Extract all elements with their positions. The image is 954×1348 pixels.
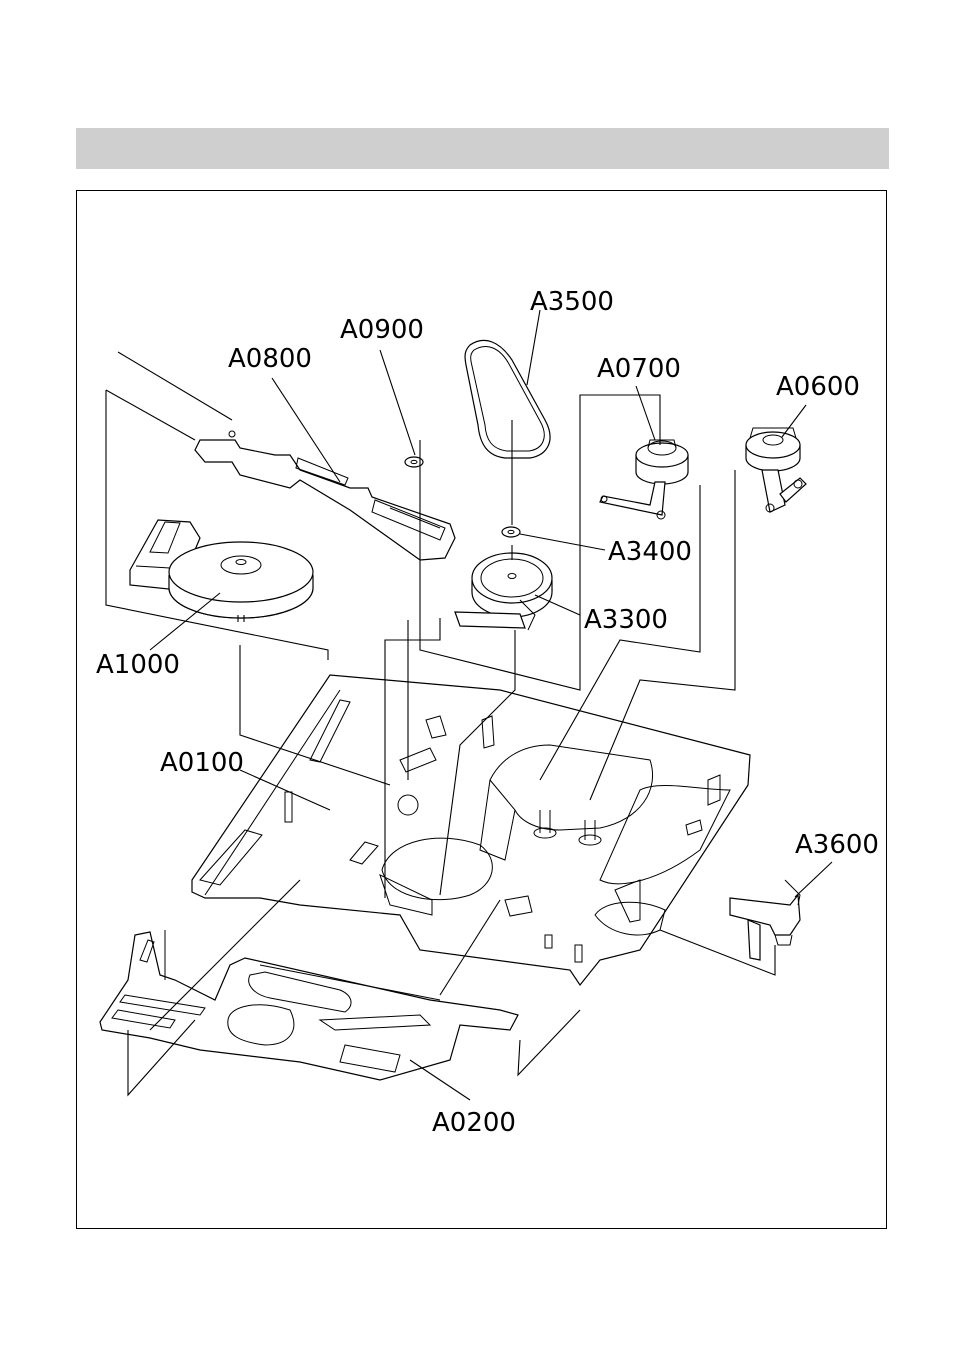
label-a3400: A3400 <box>608 537 692 567</box>
label-a3600: A3600 <box>795 830 879 860</box>
part-a1000[interactable] <box>130 520 313 622</box>
label-a3300: A3300 <box>584 605 668 635</box>
part-a0600[interactable] <box>746 428 806 512</box>
part-a3500[interactable] <box>465 340 550 458</box>
part-a3600[interactable] <box>730 880 800 960</box>
label-a0600: A0600 <box>776 372 860 402</box>
label-a1000: A1000 <box>96 650 180 680</box>
label-a0700: A0700 <box>597 354 681 384</box>
label-a0200: A0200 <box>432 1108 516 1138</box>
label-a0100: A0100 <box>160 748 244 778</box>
label-a0800: A0800 <box>228 344 312 374</box>
part-a3300[interactable] <box>455 553 552 630</box>
part-a0700[interactable] <box>600 440 688 519</box>
label-a3500: A3500 <box>530 287 614 317</box>
part-a3400[interactable] <box>502 527 520 537</box>
part-a0100[interactable] <box>192 675 750 985</box>
part-a0800[interactable] <box>195 431 455 560</box>
label-a0900: A0900 <box>340 315 424 345</box>
